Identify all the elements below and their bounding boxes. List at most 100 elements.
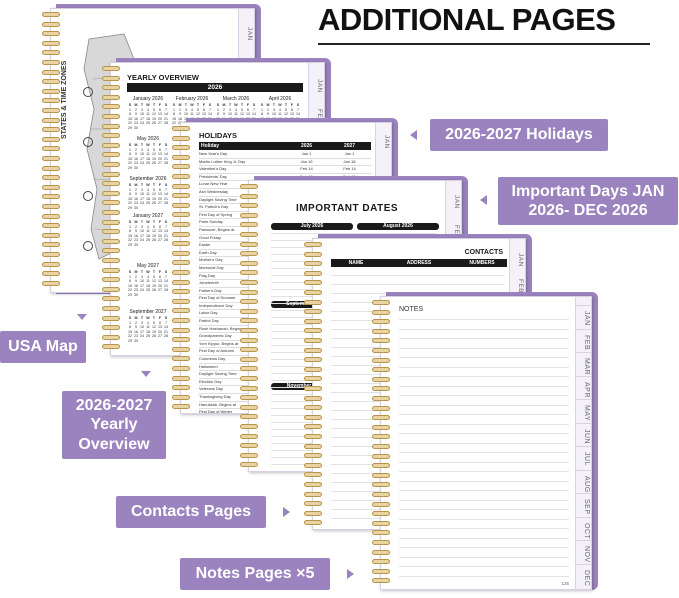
clock-icon [83,191,93,201]
tab-divider [576,305,591,306]
tab-jan[interactable]: JAN [517,253,524,267]
spiral-coil [102,123,120,129]
tab-jan[interactable]: JAN [453,195,460,209]
notes-month-tab-strip: JAN FEB MAR APR MAY JUN JUL AUG SEP OCT NOV DEC [575,297,591,589]
ruled-line [399,480,569,482]
spiral-coil [172,404,190,410]
spiral-coil [240,203,258,209]
tab-oct[interactable]: OCT [583,522,590,539]
spiral-coil [42,31,60,37]
holidays-title: HOLIDAYS [199,131,238,140]
spiral-coil [372,482,390,488]
spiral-coil [304,366,322,372]
tab-feb[interactable]: FEB [583,334,590,350]
table-cell: Lunar New Year [199,181,228,187]
spiral-coil [304,328,322,334]
spiral-coil [240,280,258,285]
table-cell: Jan 1 [301,151,312,156]
table-cell: Passover, Begins at [199,226,235,232]
spiral-coil [102,229,120,235]
tab-feb[interactable]: FEB [517,279,524,294]
month-calendar-title: January 2026 [132,96,164,102]
spiral-coil [240,193,258,199]
arrow-down-icon [77,314,87,320]
month-calendar-title: February 2026 [175,96,209,102]
spiral-coil [240,443,258,449]
month-calendar-title: April 2026 [268,96,292,102]
tab-dec[interactable]: DEC [583,569,590,586]
tab-jan[interactable]: JAN [383,135,390,149]
table-cell: Easter [199,242,211,248]
spiral-coil [240,404,258,410]
spiral-coil [304,395,322,401]
ruled-line [331,284,505,285]
month-calendar-title: January 2027 [132,213,164,219]
table-cell: Palm Sunday [199,219,223,225]
tab-jan[interactable]: JAN [246,27,253,41]
spiral-coil [304,318,322,324]
table-cell: First Day of Autumn [199,348,235,354]
spiral-coil [240,395,258,401]
spiral-coil [304,347,322,353]
notes-title: NOTES [399,306,424,313]
spiral-coil [240,270,258,276]
spiral-coil [172,222,190,227]
spiral-coil [102,190,120,196]
tab-jun[interactable]: JUN [583,428,590,444]
month-label-september: September [271,301,327,308]
spiral-coil [102,171,120,177]
spiral-coil [42,223,60,229]
spiral-coil [42,204,60,209]
spiral-coil [102,85,120,91]
ruled-line [399,404,569,406]
tab-feb[interactable]: FEB [453,225,460,240]
spiral-coil [102,258,120,263]
tab-mar[interactable]: MAR [583,358,590,376]
spiral-coil [372,492,390,497]
ruled-line [271,233,437,234]
spiral-coil [172,346,190,352]
contacts-title: CONTACTS [464,249,503,256]
ruled-line [399,518,569,520]
spiral-coil [42,184,60,190]
tab-sep[interactable]: SEP [583,499,590,515]
spiral-coil [304,453,322,459]
tab-jul[interactable]: JUL [583,452,590,466]
tab-jan[interactable]: JAN [583,311,590,326]
ruled-line [399,433,569,434]
spiral-coil [42,252,60,257]
tab-jan[interactable]: JAN [316,79,323,93]
table-cell: Jan 18 [343,158,356,164]
spiral-coil [172,298,190,304]
tab-divider [576,328,591,330]
contacts-header-row: NAME ADDRESS NUMBERS [331,259,507,267]
tab-aug[interactable]: AUG [583,475,590,493]
tab-may[interactable]: MAY [583,405,590,422]
ruled-line [399,414,569,415]
spiral-coil [304,472,322,478]
month-calendar-title: March 2026 [222,96,250,102]
tab-nov[interactable]: NOV [583,546,590,563]
table-cell: Hanukkah, Begins at [199,401,236,407]
page-headline: ADDITIONAL PAGES [318,2,616,37]
table-cell: Good Friday [199,234,222,240]
tab-feb[interactable]: FEB [316,109,323,124]
spiral-coil [42,117,60,123]
spiral-coil [172,308,190,314]
ruled-line [399,357,569,358]
spiral-coil [172,327,190,333]
tab-divider [576,399,591,400]
table-cell: Flag Day [199,272,216,278]
spiral-coil [372,530,390,536]
spiral-coil [102,162,120,167]
table-cell: First Day of Winter [199,409,233,414]
month-label-november: November [271,383,327,390]
tab-apr[interactable]: APR [583,381,590,398]
spiral-coil [102,277,120,283]
ruled-line [399,575,569,577]
table-cell: Patriot Day [199,318,219,324]
